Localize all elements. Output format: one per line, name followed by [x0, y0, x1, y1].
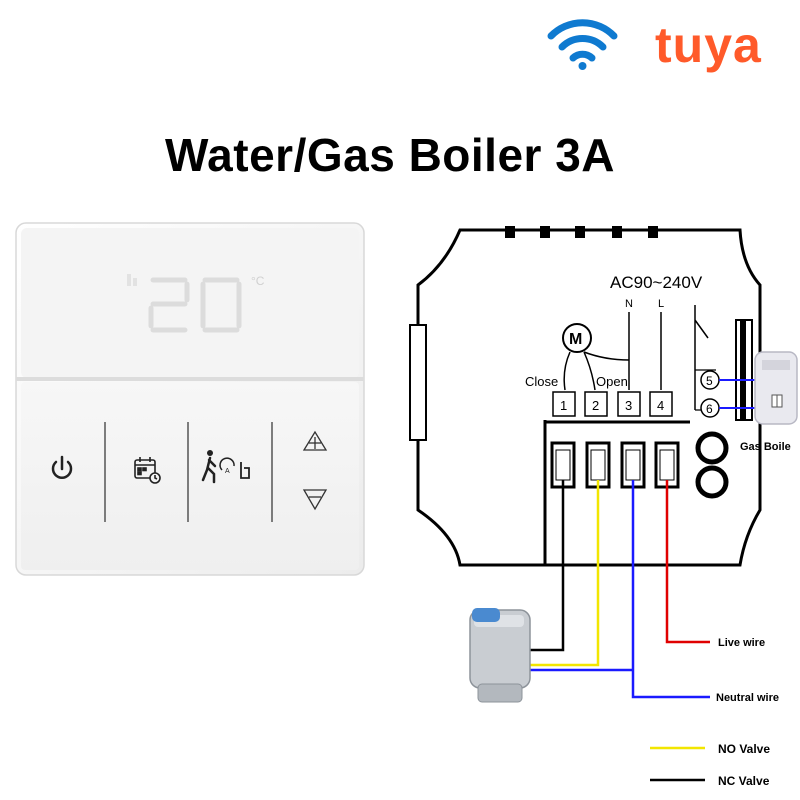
open-label: Open	[596, 374, 628, 389]
terminal-5-label: 5	[706, 374, 713, 388]
terminal-6-label: 6	[706, 402, 713, 416]
neutral-terminal-label: N	[625, 298, 633, 310]
legend: NO Valve NC Valve	[650, 742, 770, 788]
temp-up-button[interactable]	[302, 430, 328, 451]
legend-no-valve-label: NO Valve	[718, 742, 770, 756]
terminal-2-label: 2	[592, 398, 599, 413]
mode-icon: A	[201, 450, 250, 484]
schedule-button[interactable]	[134, 457, 161, 484]
neutral-wire	[518, 480, 710, 699]
temperature-unit: °C	[251, 274, 265, 288]
motor-label: M	[569, 331, 582, 348]
legend-nc-valve-label: NC Valve	[718, 774, 770, 788]
terminal-4-label: 4	[657, 398, 664, 413]
terminal-block: 1 2 3 4	[552, 391, 673, 417]
close-label: Close	[525, 374, 558, 389]
live-terminal-label: L	[658, 298, 664, 310]
brand-logo: tuya	[655, 17, 762, 73]
live-wire	[665, 480, 710, 644]
power-button[interactable]	[51, 455, 73, 479]
thermostat-panel: °C A	[15, 222, 365, 576]
plus-icon	[302, 430, 328, 451]
wiring-diagram: AC90~240V N L M Close Open 1 2 3 4 5 6 G…	[409, 226, 798, 788]
live-wire-label: Live wire	[718, 637, 765, 649]
thermometer-icon	[127, 274, 137, 286]
terminal-3-label: 3	[625, 398, 632, 413]
supply-voltage-label: AC90~240V	[610, 273, 703, 292]
terminal-1-label: 1	[560, 398, 567, 413]
svg-text:A: A	[225, 468, 230, 475]
motor-symbol	[562, 323, 592, 353]
mode-button[interactable]: A	[201, 450, 250, 484]
wifi-icon	[547, 19, 618, 70]
nc-valve-wire	[515, 480, 565, 652]
gas-boiler-icon	[754, 351, 798, 425]
page-title: Water/Gas Boiler 3A	[164, 129, 616, 181]
gas-boiler-label: Gas Boile	[740, 441, 791, 453]
temp-down-button[interactable]	[302, 489, 328, 511]
no-valve-wire	[518, 480, 600, 667]
valve-actuator-icon	[469, 608, 531, 703]
schedule-icon	[134, 457, 161, 484]
neutral-wire-label: Neutral wire	[716, 692, 779, 704]
boiler-terminals: 5 6	[700, 370, 720, 418]
minus-icon	[302, 489, 328, 511]
power-icon	[51, 455, 73, 479]
